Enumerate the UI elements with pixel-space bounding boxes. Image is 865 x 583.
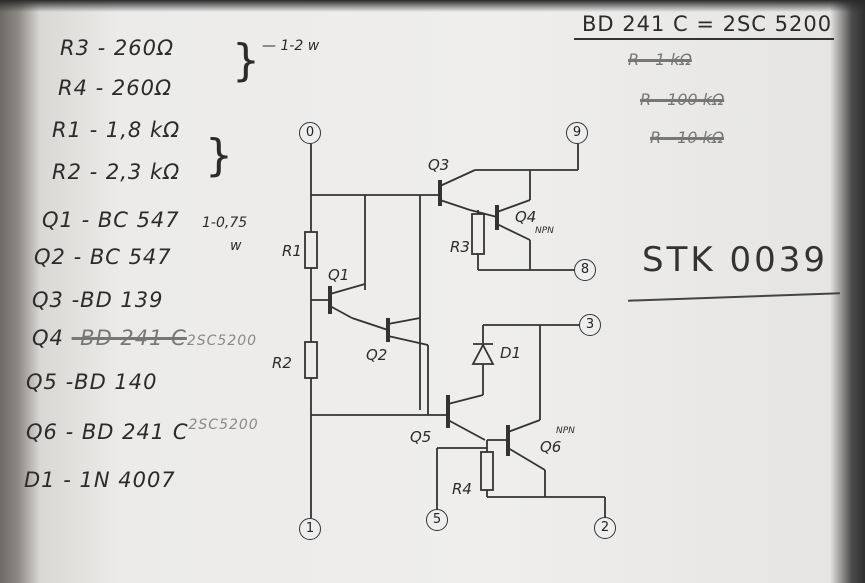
- struck-note: R - 100 kΩ: [640, 90, 725, 109]
- part-r2: R2 - 2,3 kΩ: [52, 160, 181, 184]
- terminal-8: 8: [574, 259, 596, 281]
- part-q4: Q4 -BD 241 C2SC5200: [32, 326, 258, 350]
- part-r3: R3 - 260Ω: [60, 36, 175, 60]
- brace: }: [205, 130, 233, 181]
- label-d1: D1: [500, 344, 522, 362]
- underline: [574, 38, 834, 40]
- part-q2: Q2 - BC 547: [34, 245, 172, 269]
- terminal-1: 1: [299, 518, 321, 540]
- transistor-power-unit: w: [230, 238, 242, 254]
- terminal-0: 0: [299, 122, 321, 144]
- equivalence-note: BD 241 C = 2SC 5200: [582, 12, 833, 36]
- shadow: [0, 0, 865, 12]
- terminal-3: 3: [579, 314, 601, 336]
- terminal-5: 5: [426, 509, 448, 531]
- label-q3: Q3: [428, 156, 450, 174]
- transistor-power-note: 1-0,75: [202, 215, 248, 231]
- part-q5: Q5 -BD 140: [26, 370, 158, 394]
- chip-title: STK 0039: [642, 240, 828, 280]
- label-npn: NPN: [535, 226, 554, 236]
- label-q4: Q4: [515, 208, 537, 226]
- resistor-power-note: — 1-2 w: [262, 38, 320, 54]
- struck-note: R - 10 kΩ: [650, 128, 724, 147]
- brace: }: [232, 35, 260, 86]
- label-r2: R2: [272, 354, 292, 372]
- label-r1: R1: [282, 242, 302, 260]
- part-q3: Q3 -BD 139: [32, 288, 164, 312]
- label-q6: Q6: [540, 438, 562, 456]
- part-d1: D1 - 1N 4007: [24, 468, 176, 492]
- part-r4: R4 - 260Ω: [58, 76, 173, 100]
- label-q2: Q2: [366, 346, 388, 364]
- terminal-2: 2: [594, 517, 616, 539]
- label-npn: NPN: [556, 426, 575, 436]
- terminal-9: 9: [566, 122, 588, 144]
- struck-note: R - 1 kΩ: [628, 50, 692, 69]
- part-r1: R1 - 1,8 kΩ: [52, 118, 181, 142]
- label-r3: R3: [450, 238, 470, 256]
- label-q1: Q1: [328, 266, 350, 284]
- label-r4: R4: [452, 480, 472, 498]
- part-q6: Q6 - BD 241 C2SC5200: [26, 417, 259, 444]
- part-q1: Q1 - BC 547: [42, 208, 180, 232]
- label-q5: Q5: [410, 428, 432, 446]
